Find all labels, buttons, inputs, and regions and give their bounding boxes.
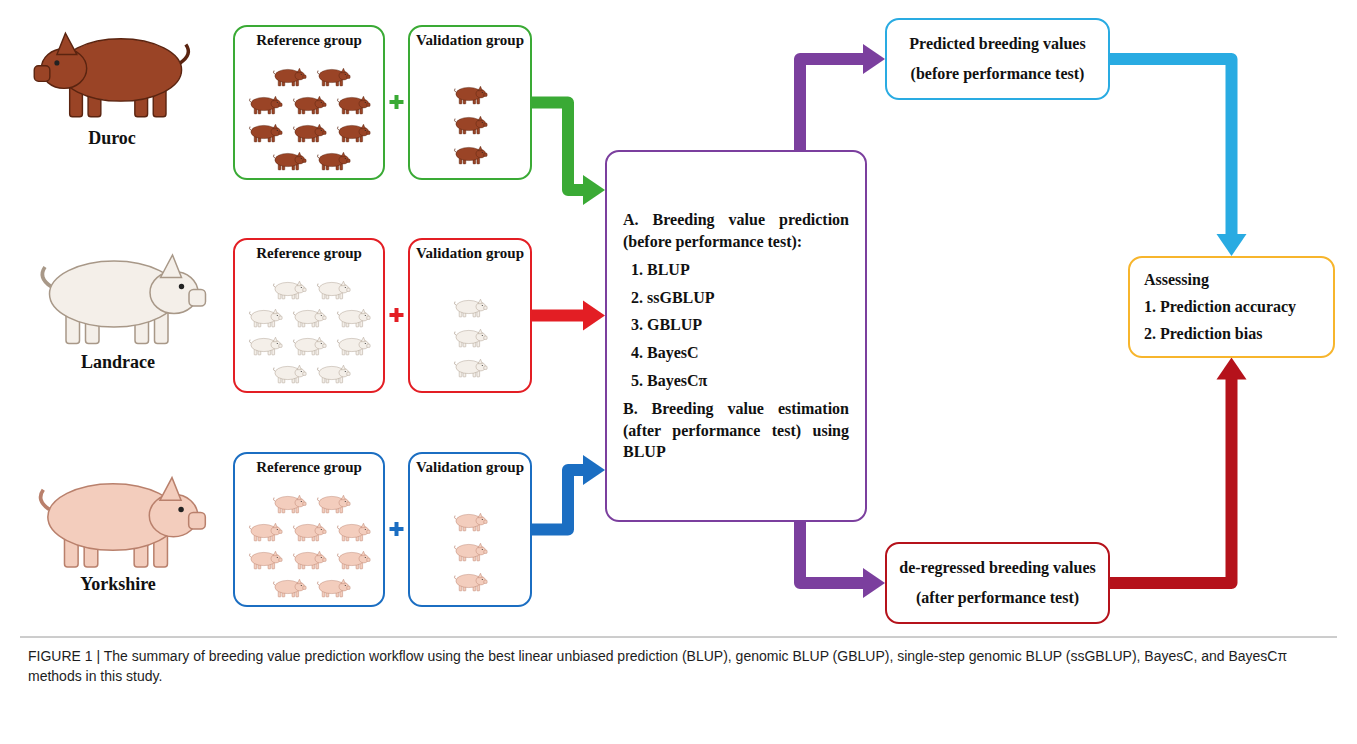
result-box: Predicted breeding values (before perfor… [885, 18, 1110, 100]
pig-icon [454, 543, 487, 561]
caption-rule [20, 637, 1337, 638]
pig-icon [454, 329, 487, 347]
pig-icon [273, 152, 306, 170]
list-item: 1. BLUP [623, 259, 849, 281]
pig-icons [249, 68, 487, 597]
validation-group-box: Validation group [408, 25, 532, 180]
flow-arrow [532, 103, 585, 191]
list-item: 3. GBLUP [623, 314, 849, 336]
yorkshire-pig [41, 478, 206, 567]
pig-icon [249, 96, 282, 114]
pig-icon [249, 551, 282, 569]
pig-icon [317, 365, 350, 383]
list-item: 4. BayesC [623, 342, 849, 364]
box-heading: A. Breeding value prediction (before per… [623, 209, 849, 252]
pig-icon [273, 68, 306, 86]
plus-signs [390, 95, 404, 536]
pig-icon [249, 124, 282, 142]
pig-icon [317, 68, 350, 86]
flow-arrow [800, 522, 865, 583]
assessment-box: Assessing1. Prediction accuracy2. Predic… [1128, 256, 1335, 358]
pig-icon [317, 579, 350, 597]
list-item: 5. BayesCπ [623, 370, 849, 392]
pig-icon [249, 309, 282, 327]
group-label: Reference group [235, 27, 383, 49]
flow-arrow [1110, 378, 1232, 583]
pig-icon [293, 96, 326, 114]
box-text: de-regressed breeding values (after perf… [897, 553, 1098, 614]
group-label: Reference group [235, 454, 383, 476]
group-label: Validation group [410, 240, 530, 262]
list-item: 2. ssGBLUP [623, 287, 849, 309]
pig-icon [337, 96, 370, 114]
pig-icon [293, 523, 326, 541]
flow-arrow [532, 310, 585, 322]
pig-icon [337, 309, 370, 327]
pig-icon [337, 523, 370, 541]
pig-icon [454, 116, 487, 134]
pig-icon [273, 579, 306, 597]
pig-icon [273, 365, 306, 383]
pig-icon [454, 359, 487, 377]
pig-icon [293, 337, 326, 355]
landrace-pig [42, 255, 205, 344]
group-label: Reference group [235, 240, 383, 262]
flow-arrow [532, 470, 585, 530]
pig-icon [249, 337, 282, 355]
plus-sign [390, 522, 404, 536]
pig-icon [317, 152, 350, 170]
flow-arrow [1110, 59, 1232, 236]
pig-icon [317, 281, 350, 299]
pig-icon [454, 573, 487, 591]
pig-icon [293, 551, 326, 569]
pig-icon [337, 337, 370, 355]
pig-icon [249, 523, 282, 541]
pig-icon [454, 513, 487, 531]
pig-icon [273, 281, 306, 299]
box-text: Predicted breeding values (before perfor… [897, 29, 1098, 90]
pig-icon [454, 146, 487, 164]
plus-sign [390, 308, 404, 322]
list-item: 2. Prediction bias [1144, 320, 1319, 347]
figure-caption: FIGURE 1 | The summary of breeding value… [28, 646, 1328, 687]
pig-icon [273, 495, 306, 513]
duroc-pig [34, 33, 188, 117]
validation-group-box: Validation group [408, 238, 532, 393]
pig-icon [454, 86, 487, 104]
breed-label: Landrace [28, 352, 208, 373]
group-label: Validation group [410, 454, 530, 476]
pig-icon [337, 124, 370, 142]
breed-label: Duroc [22, 128, 202, 149]
reference-group-box: Reference group [233, 25, 385, 180]
method-box: A. Breeding value prediction (before per… [605, 150, 867, 522]
result-box: de-regressed breeding values (after perf… [885, 542, 1110, 624]
breed-label: Yorkshire [28, 574, 208, 595]
pig-icon [337, 551, 370, 569]
pig-icon [454, 299, 487, 317]
list-item: 1. Prediction accuracy [1144, 293, 1319, 320]
reference-group-box: Reference group [233, 238, 385, 393]
pig-icon [293, 124, 326, 142]
box-heading: Assessing [1144, 266, 1319, 293]
group-label: Validation group [410, 27, 530, 49]
plus-sign [390, 95, 404, 109]
box-heading: B. Breeding value estimation (after perf… [623, 398, 849, 463]
flow-arrow [800, 59, 865, 150]
pig-icon [293, 309, 326, 327]
pig-icon [317, 495, 350, 513]
validation-group-box: Validation group [408, 452, 532, 607]
reference-group-box: Reference group [233, 452, 385, 607]
